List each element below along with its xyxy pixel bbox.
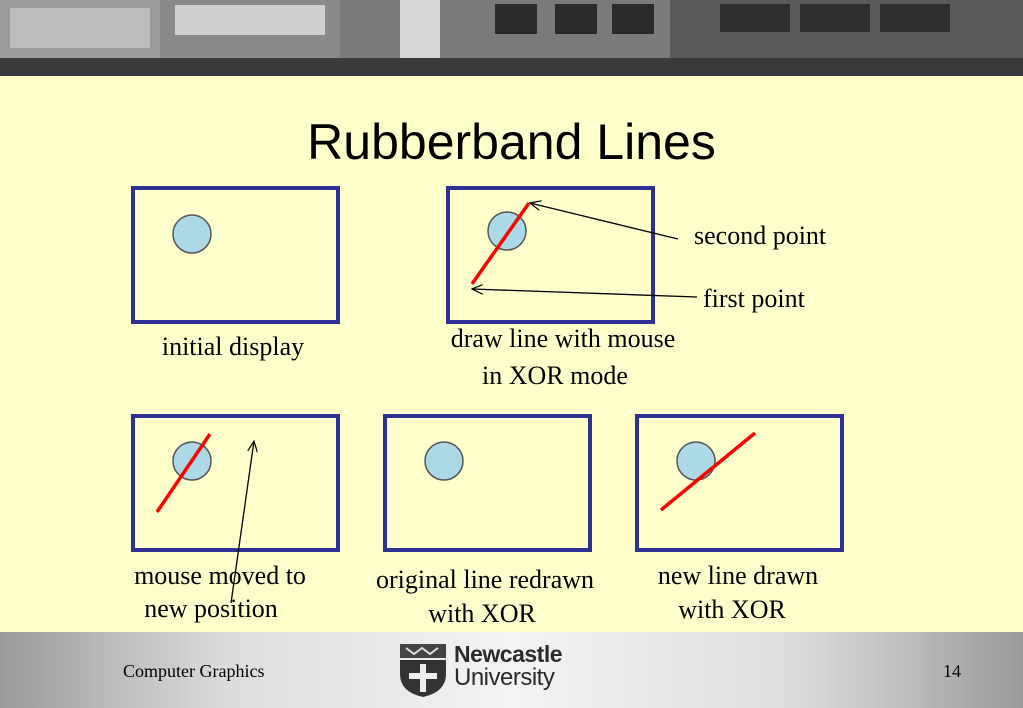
label-new-line-2: with XOR [678,595,786,624]
panel-initial-display [131,186,340,324]
page-number: 14 [943,661,961,681]
label-initial-display: initial display [161,332,305,361]
rubberband-line [155,433,212,513]
university-shield-icon [400,644,446,697]
slide-footer: Computer Graphics Newcastle University 1… [0,632,1023,708]
label-second-point: second point [694,221,827,250]
rubberband-line [659,431,757,512]
panel-original-redrawn [383,414,592,552]
label-mouse-moved-2: new position [144,594,278,623]
label-draw-line-1: draw line with mouse [450,324,676,353]
panel-original-redrawn-canvas [424,441,464,481]
panel-new-line [635,414,844,552]
circle-shape [424,441,464,481]
label-new-line-1: new line drawn [657,561,819,590]
panel-draw-line [446,186,655,324]
label-mouse-moved-1: mouse moved to [134,561,306,590]
panel-draw-line-canvas [470,201,531,286]
label-original-redrawn-1: original line redrawn [375,565,595,594]
panel-new-line-canvas [659,431,757,512]
header-banner-photo [0,0,1023,76]
newcastle-university-logo: Newcastle University [398,640,598,700]
circle-shape [172,214,212,254]
footer-course-title: Computer Graphics [123,661,265,681]
circle-shape [676,441,716,481]
label-draw-line-2: in XOR mode [482,361,628,390]
logo-text-university: University [454,664,555,691]
slide-title: Rubberband Lines [307,114,716,170]
logo-text-newcastle: Newcastle [454,641,563,667]
panel-mouse-moved [131,414,340,552]
label-original-redrawn-2: with XOR [428,599,536,628]
panel-initial-display-canvas [172,214,212,254]
panel-mouse-moved-canvas [155,433,212,513]
label-first-point: first point [703,284,805,313]
rubberband-line [470,201,531,286]
